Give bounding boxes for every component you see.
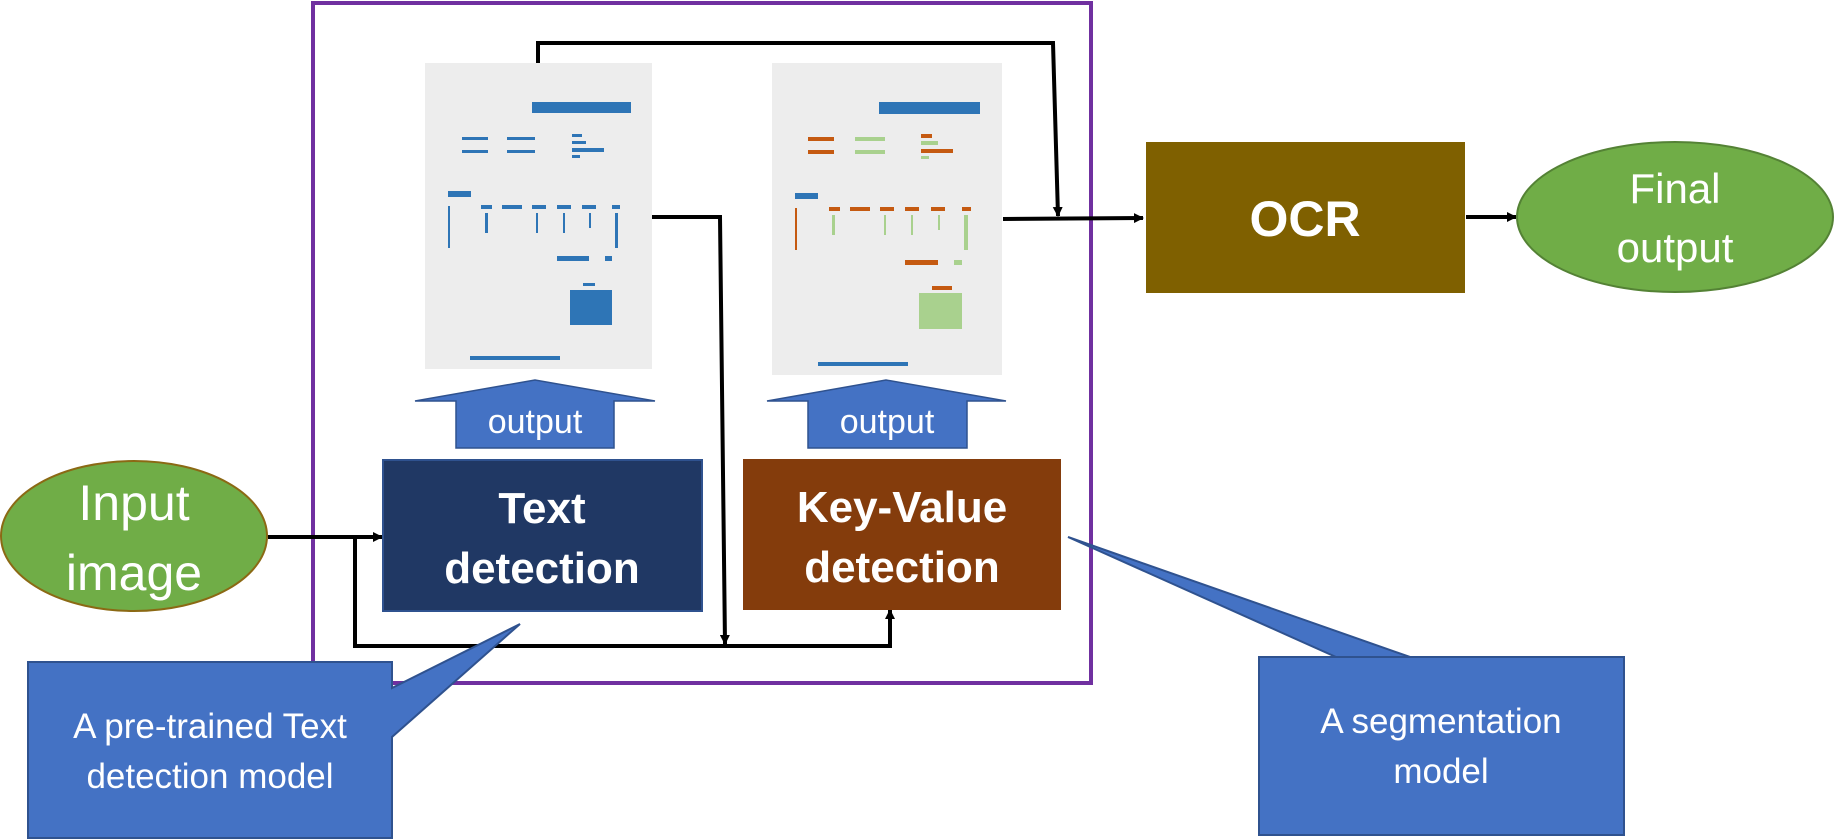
text-detection-label-line1: Text	[498, 484, 586, 533]
ocr-node: OCR	[1146, 142, 1465, 293]
final-output-label-line1: Final	[1629, 165, 1720, 212]
kv-detection-node: Key-Value detection	[743, 459, 1061, 610]
text-detection-label-line2: detection	[444, 544, 640, 593]
kv-detection-label-line1: Key-Value	[797, 483, 1007, 532]
segmentation-callout: A segmentation model	[1067, 536, 1625, 836]
segmentation-callout-line1: A segmentation	[1320, 702, 1561, 741]
kv-detection-output-preview	[772, 63, 1002, 375]
kv-detection-label-line2: detection	[804, 543, 1000, 592]
input-image-node: Input image	[0, 460, 268, 612]
arrow-kv-output-to-ocr	[1002, 213, 1144, 224]
text-detection-node: Text detection	[382, 459, 703, 612]
input-image-label-line1: Input	[78, 475, 189, 531]
text-output-arrow: output	[414, 379, 656, 449]
final-output-node: Final output	[1516, 141, 1834, 293]
connectors	[268, 41, 1517, 648]
final-output-label-line2: output	[1617, 224, 1734, 271]
text-detection-output-preview	[425, 63, 652, 369]
pretrained-callout-line1: A pre-trained Text	[73, 707, 347, 746]
arrow-text-preview-to-ocr	[536, 41, 1063, 217]
arrow-input-to-kv-detection	[353, 537, 895, 648]
text-output-label: output	[488, 403, 583, 441]
ocr-label: OCR	[1249, 191, 1360, 247]
segmentation-callout-line2: model	[1393, 752, 1488, 791]
kv-output-label: output	[840, 403, 935, 441]
arrow-text-output-to-bottom-path	[652, 215, 730, 645]
pipeline-frame	[311, 1, 1093, 685]
kv-output-arrow: output	[766, 379, 1007, 449]
pretrained-callout-line2: detection model	[86, 757, 333, 796]
pretrained-callout: A pre-trained Text detection model	[27, 623, 521, 839]
input-image-label-line2: image	[66, 545, 202, 601]
